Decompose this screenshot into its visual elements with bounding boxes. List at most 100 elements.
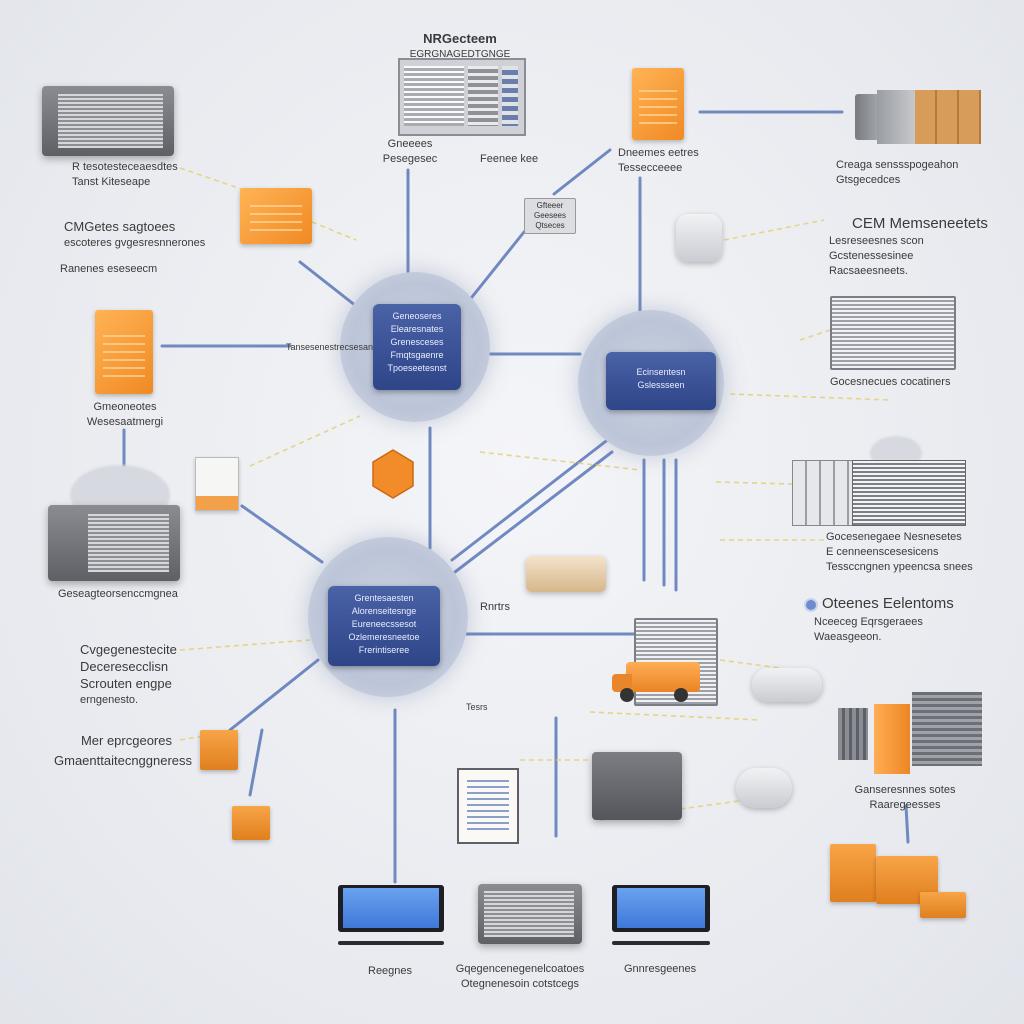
package-box [200,730,238,770]
label-top-center-b: Feenee kee [480,153,539,165]
label-line: Dneemes eetres [618,147,699,159]
hexagon-node-icon [372,449,414,499]
dashed-connection [729,393,891,401]
console-window [398,58,526,136]
desktop-monitor[interactable] [338,885,444,945]
diagram-subtitle: EGRGNAGEDTGNGE [409,49,511,60]
dashed-connection [723,219,825,241]
label-right-e: Nceeceg Eqrsgeraees Waeasgeeon. [814,615,923,645]
label-right-a: Creaga senssspogeahon Gtsgecedces [836,158,958,188]
package-box [920,892,966,918]
chip-node: Gfteeer Geesees Qtseces [524,198,576,234]
label-line: Tanst Kiteseape [72,176,151,188]
label-left-a: CMGetes sagtoees escoteres gvgesresnnero… [64,218,205,252]
display-panel [830,296,956,370]
orange-server [632,68,684,140]
warehouse-block [855,90,981,144]
label-line: Raaregeesses [869,799,941,811]
dashed-connection [249,415,361,467]
server-cabinet [792,460,966,526]
hub-text: Grenesceses [390,337,444,347]
hub-device [752,668,822,702]
hub-text: Tpoeseetesnst [387,363,447,373]
label-left-e: Mer eprcgeores [80,733,172,748]
hub-text: Alorenseitesnge [351,606,417,616]
info-bullet-icon [804,598,818,612]
rack-cluster [838,692,982,774]
chip-text: Gfteeer [536,201,564,210]
label-line: R tesotesteceaesdtes [72,161,178,173]
label-line: Scrouten engpe [80,676,172,691]
hub-text: Geneoseres [392,311,442,321]
document-screen [457,768,519,844]
dashed-connection [715,481,793,485]
hub-panel-1[interactable]: Geneoseres Elearesnates Grenesceses Fmqt… [373,304,461,390]
label-line: Gtsgecedces [836,174,901,186]
label-top-center-a: Gneeees Pesegesec [355,137,465,167]
hub-text: Ozlemeresneetoe [348,632,420,642]
label-line: Creaga senssspogeahon [836,159,959,171]
connection-line [453,450,614,574]
dashed-connection [719,659,781,669]
label-right-d: Gocesenegaee Nesnesetes E cenneenscesesi… [826,530,973,575]
dashed-connection [179,167,251,193]
connection-line [240,504,324,564]
hub-panel-3[interactable]: Grentesaesten Alorenseitesnge Eureneecss… [328,586,440,666]
hub-text: Frerintiseree [358,645,410,655]
package-box [830,844,876,902]
label-line: Deceresecclisn [80,659,169,674]
storage-unit [48,505,180,581]
label-line: Lesreseesnes scon [829,235,924,247]
label-line: Otegnenesoin cotstcegs [460,978,580,990]
label-mid-c: Tesrs [466,702,488,712]
desktop-monitor[interactable] [612,885,710,945]
label-bottom-a: Reegnes [368,965,413,977]
label-bottom-c: Gnnresgeenes [624,963,697,975]
label-line: Tessecceeee [618,162,683,174]
package-device [526,556,606,592]
dashed-connection [479,451,641,471]
label-left-e-sub: Gmaenttaitecnggneress [54,753,193,768]
hub-panel-2[interactable]: Ecinsentesn Gslessseen [606,352,716,410]
label-bottom-b: Gqegencenegenelcoatoes Otegnenesoin cots… [450,962,590,992]
dashed-connection [589,711,761,721]
label-left-c: Geseagteorsenccmgnea [58,588,178,600]
label-line: escoteres gvgesresnnerones [64,237,206,249]
dashed-connection [311,221,357,241]
bottom-server [478,884,582,944]
connection-line [298,260,358,308]
label-mid-a: Tansesenestrecsesan [286,342,374,352]
label-right-e-title: Oteenes Eelentoms [822,595,954,612]
label-left-a-sub: Ranenes eseseecm [60,263,158,275]
label-line: Nceeceg Eqrsgeraees [814,616,923,628]
connection-line [904,804,910,844]
label-right-f: Ganseresnnes sotes Raaregeesses [850,783,960,813]
network-device [736,768,792,808]
label-line: E cenneenscesesicens [826,546,939,558]
label-left-b: Gmeoneotes Wesesaatmergi [70,400,180,430]
hub-text: Fmqtsgaenre [390,350,444,360]
label-line: CMGetes sagtoees [64,219,176,234]
label-line: Pesegesec [382,153,438,165]
storage-server [592,752,682,820]
label-line: erngenesto. [80,694,139,706]
hub-text: Eureneecssesot [351,619,417,629]
connection-line [228,658,320,732]
dashed-connection [179,639,311,651]
hub-text: Elearesnates [390,324,444,334]
connection-line [450,436,612,562]
label-line: Gqegencenegenelcoatoes [455,963,585,975]
document-stack [195,457,239,511]
label-line: Gmeoneotes [93,401,157,413]
connection-line [248,728,264,797]
label-line: Gneeees [387,138,433,150]
label-right-b-title: CEM Memseneetets [852,215,988,232]
orange-document [95,310,153,394]
label-line: Racsaeesneets. [829,265,908,277]
hub-text: Gslessseen [637,380,685,390]
delivery-truck-icon [612,662,704,702]
label-line: Cvgegenestecite [80,642,177,657]
label-left-d: Cvgegenestecite Deceresecclisn Scrouten … [80,641,177,709]
